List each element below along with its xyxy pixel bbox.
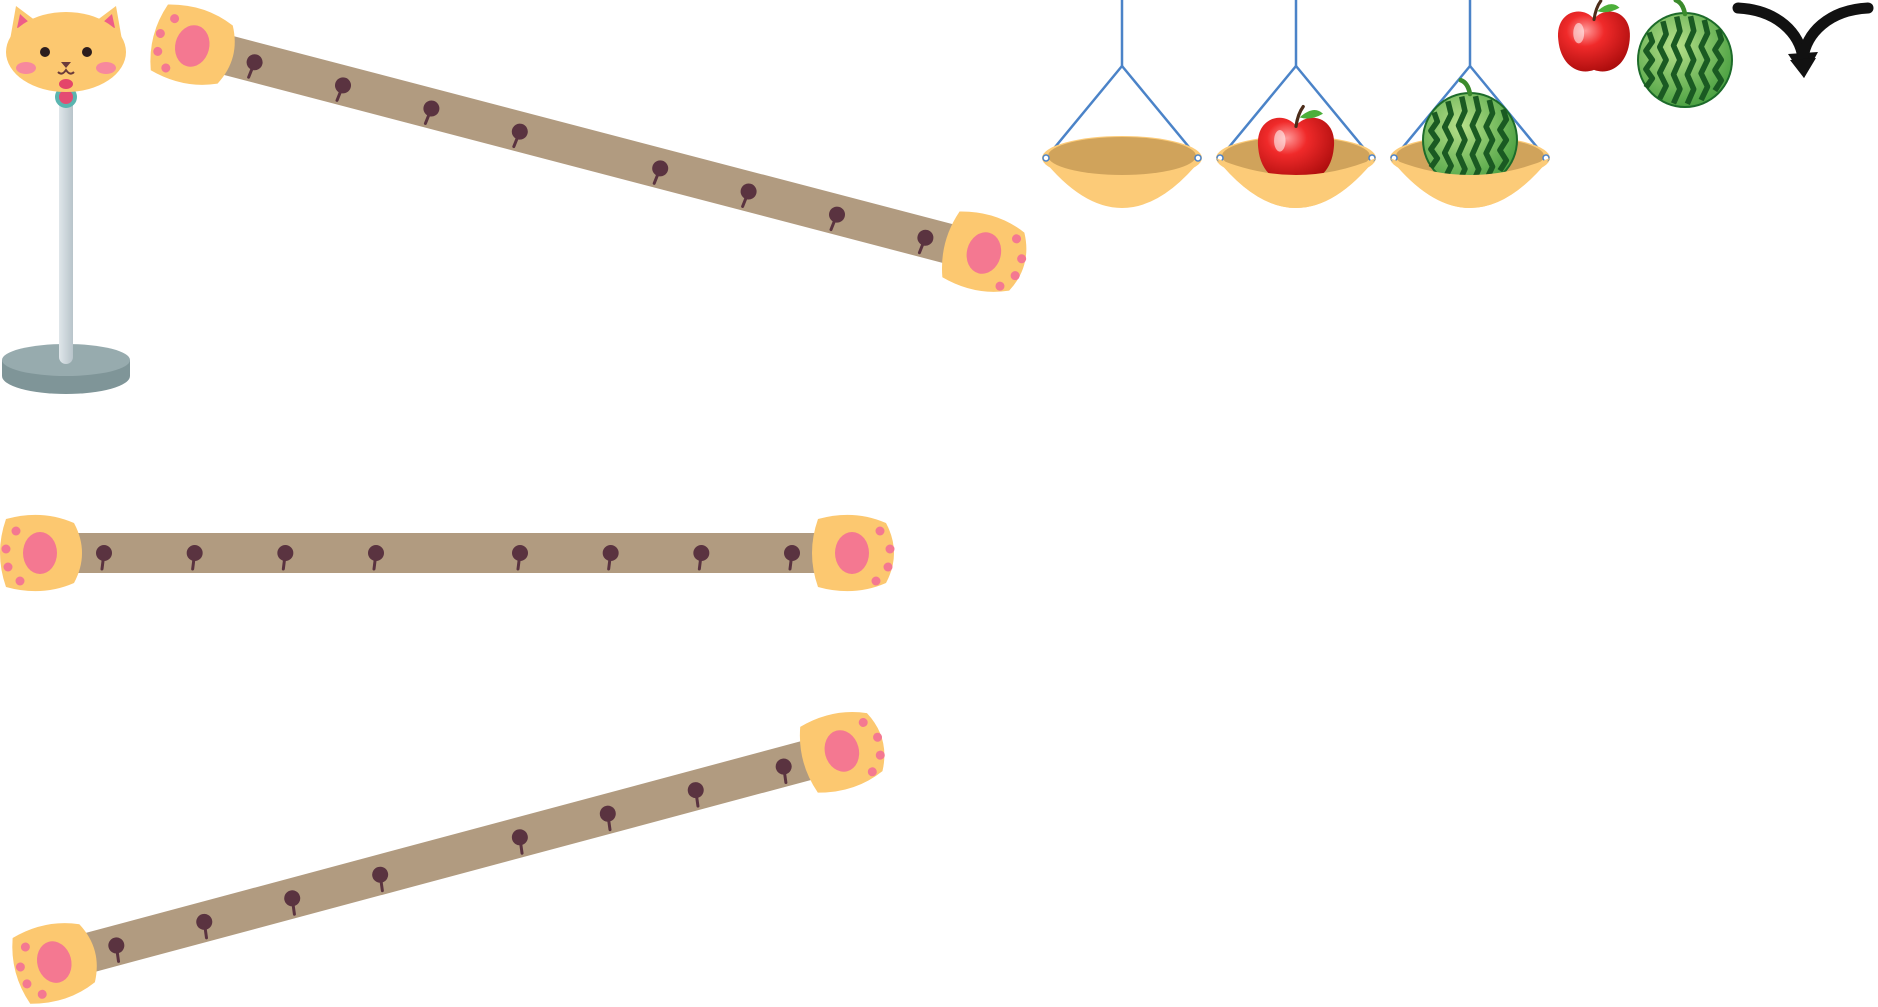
beam-peg: [829, 206, 846, 232]
balance-beam-level[interactable]: [0, 514, 895, 592]
beam-peg: [511, 123, 528, 149]
beam-bar: [48, 533, 848, 573]
watermelon-weight[interactable]: [1637, 0, 1733, 108]
paw-icon: [150, 4, 235, 85]
beam-peg: [652, 160, 669, 185]
beam-peg: [277, 545, 294, 571]
beam-peg: [602, 545, 619, 571]
beam-peg: [96, 545, 112, 571]
beam-peg: [334, 77, 351, 102]
cat-head-stand-icon[interactable]: [2, 6, 130, 394]
beam-peg: [599, 805, 616, 832]
beam-bar: [56, 732, 844, 980]
pan-string: [1045, 65, 1123, 159]
beam-peg: [186, 545, 203, 571]
beam-peg: [108, 937, 125, 963]
beam-peg: [512, 545, 528, 571]
paw-icon: [0, 514, 82, 592]
beam-peg: [775, 758, 792, 785]
beam-peg: [284, 890, 301, 916]
beam-peg: [917, 229, 934, 255]
watermelon-icon: [1637, 0, 1733, 108]
beam-peg: [740, 183, 757, 208]
curved-arrows-icon[interactable]: [1732, 2, 1874, 78]
beam-peg: [511, 829, 528, 855]
beam-peg: [196, 913, 213, 940]
paw-icon: [12, 923, 97, 1004]
pan-empty[interactable]: [1042, 0, 1202, 208]
apple-weight[interactable]: [1558, 0, 1630, 72]
pan-string: [1121, 65, 1199, 159]
beam-peg: [372, 866, 389, 893]
pan-with-watermelon[interactable]: [1390, 0, 1550, 208]
beam-peg: [693, 545, 710, 571]
beam-peg: [423, 100, 440, 125]
apple-icon: [1558, 0, 1630, 72]
pan-string: [1295, 65, 1373, 159]
beam-peg: [246, 54, 263, 79]
paw-icon: [812, 514, 895, 592]
apple-icon: [1257, 104, 1335, 182]
paw-icon: [799, 712, 885, 793]
beam-bar: [194, 28, 986, 272]
beam-peg: [687, 782, 704, 808]
pan-string: [1219, 65, 1297, 159]
watermelon-icon: [1422, 77, 1518, 188]
pan-with-apple[interactable]: [1216, 0, 1376, 208]
balance-beam-tilted-right-down[interactable]: [144, 0, 1035, 301]
beam-peg: [784, 545, 800, 571]
paw-icon: [941, 211, 1027, 292]
balance-beam-tilted-left-down[interactable]: [6, 703, 893, 1007]
beam-peg: [368, 545, 384, 571]
